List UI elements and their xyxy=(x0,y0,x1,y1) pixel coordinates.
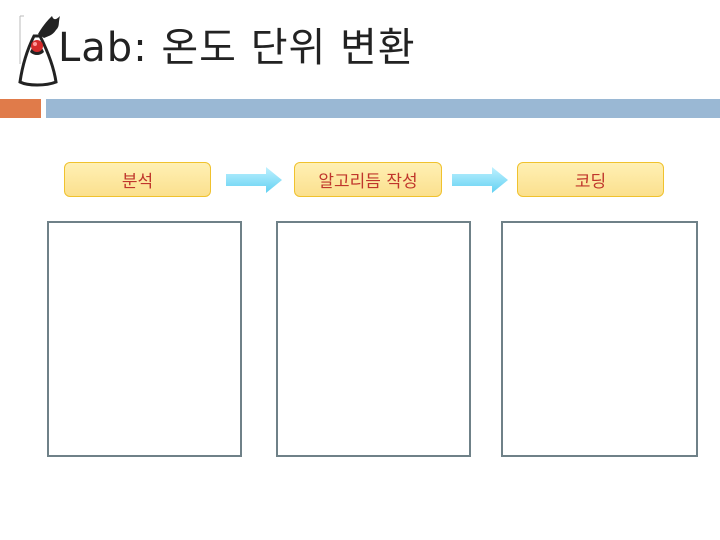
accent-bar-blue xyxy=(46,99,720,118)
step-label: 알고리듬 작성 xyxy=(318,172,418,192)
step-box-coding: 코딩 xyxy=(517,162,664,197)
analysis-panel xyxy=(47,221,242,457)
arrow-right-icon xyxy=(452,167,508,193)
step-box-algorithm: 알고리듬 작성 xyxy=(294,162,442,197)
coding-panel xyxy=(501,221,698,457)
step-label: 분석 xyxy=(121,172,154,192)
step-label: 코딩 xyxy=(574,172,607,192)
slide-title: Lab: 온도 단위 변환 xyxy=(58,25,416,71)
algorithm-panel xyxy=(276,221,471,457)
arrow-right-icon xyxy=(226,167,282,193)
step-box-analysis: 분석 xyxy=(64,162,211,197)
duke-mascot-icon xyxy=(18,15,60,87)
accent-bar-orange xyxy=(0,99,41,118)
